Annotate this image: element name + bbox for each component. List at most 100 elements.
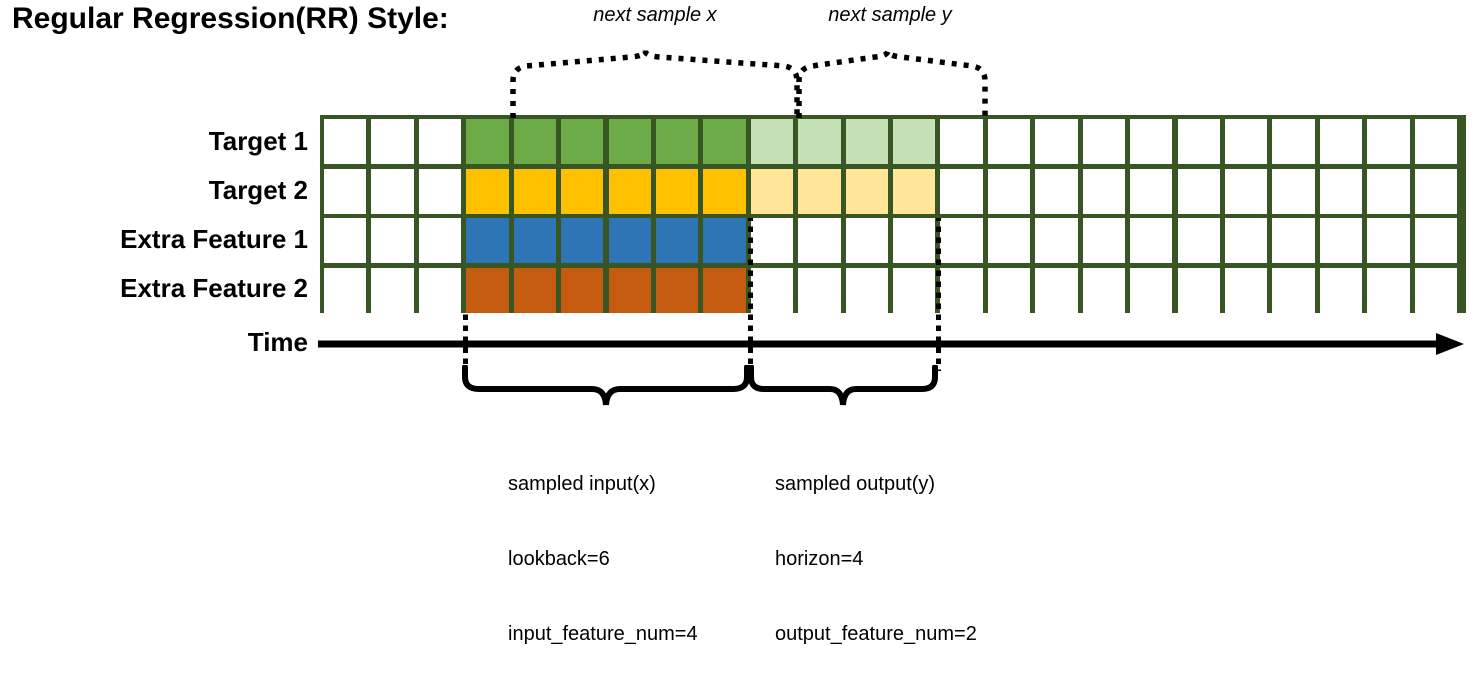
grid-row (324, 267, 1462, 313)
grid-cell-blank (940, 267, 983, 313)
grid-cell-input (608, 168, 651, 214)
grid-cell-output (845, 119, 888, 164)
grid-cell-blank (371, 267, 414, 313)
grid-cell-blank (893, 267, 936, 313)
grid-cell-blank (324, 119, 367, 164)
grid-cell-blank (845, 218, 888, 263)
grid-cell-blank (1414, 267, 1457, 313)
grid-cell-input (655, 267, 699, 313)
grid-cell-blank (893, 218, 936, 263)
grid-cell-blank (1082, 267, 1126, 313)
grid-cell-blank (371, 168, 414, 214)
grid-cell-blank (750, 218, 794, 263)
grid-cell-output (750, 119, 794, 164)
grid-cell-blank (418, 218, 462, 263)
grid-cell-input (608, 267, 651, 313)
grid-cell-blank (1367, 218, 1410, 263)
grid-cell-blank (1082, 218, 1126, 263)
page-title: Regular Regression(RR) Style: (12, 2, 449, 35)
time-axis-label: Time (247, 327, 308, 357)
grid-cell-output (893, 119, 936, 164)
row-label-target-2: Target 2 (208, 175, 308, 205)
grid-cell-input (561, 267, 604, 313)
grid-cell-blank (1272, 218, 1315, 263)
grid-cell-input (561, 119, 604, 164)
grid-cell-input (513, 218, 557, 263)
grid-cell-output (893, 168, 936, 214)
sampled-input-title: sampled input(x) (508, 473, 656, 495)
grid-cell-blank (1319, 119, 1363, 164)
sampled-input-lookback: lookback=6 (508, 548, 610, 570)
grid-cell-blank (987, 119, 1031, 164)
grid-cell-output (845, 168, 888, 214)
grid-cell-input (703, 168, 746, 214)
grid-cell-blank (1082, 168, 1126, 214)
grid-cell-blank (371, 119, 414, 164)
grid-cell-input (655, 168, 699, 214)
next-sample-x-label: next sample x (593, 4, 717, 26)
grid-cell-blank (1130, 267, 1173, 313)
grid-cell-blank (1414, 218, 1457, 263)
grid-cell-blank (418, 168, 462, 214)
grid-cell-blank (940, 119, 983, 164)
sampled-output-horizon: horizon=4 (775, 548, 864, 570)
grid-cell-blank (1414, 119, 1457, 164)
grid-cell-blank (1367, 119, 1410, 164)
grid-cell-blank (1130, 218, 1173, 263)
grid-cell-blank (987, 218, 1031, 263)
grid-cell-blank (1177, 267, 1220, 313)
grid-cell-blank (324, 168, 367, 214)
grid-cell-blank (1319, 168, 1363, 214)
row-label-extra-feature-1: Extra Feature 1 (120, 224, 308, 254)
grid-cell-input (561, 218, 604, 263)
sampled-input-caption: sampled input(x) lookback=6 input_featur… (508, 422, 698, 697)
grid-cell-input (703, 119, 746, 164)
grid-cell-blank (1224, 267, 1268, 313)
grid-cell-input (655, 218, 699, 263)
grid-cell-blank (1272, 119, 1315, 164)
grid-cell-blank (987, 267, 1031, 313)
grid-cell-blank (1272, 168, 1315, 214)
next-sample-x-brace (510, 50, 800, 118)
input-end-dotted-line (748, 218, 753, 312)
timeseries-grid (320, 115, 1466, 313)
grid-cell-blank (1319, 218, 1363, 263)
grid-cell-input (608, 119, 651, 164)
grid-cell-blank (798, 218, 841, 263)
grid-cell-blank (418, 119, 462, 164)
grid-cell-blank (1272, 267, 1315, 313)
grid-row (324, 218, 1462, 263)
row-label-extra-feature-2: Extra Feature 2 (120, 273, 308, 303)
grid-cell-blank (1035, 218, 1078, 263)
time-axis-arrow (318, 333, 1464, 355)
grid-cell-blank (1367, 267, 1410, 313)
grid-cell-input (466, 168, 509, 214)
grid-cell-blank (798, 267, 841, 313)
next-sample-y-brace (796, 50, 988, 118)
grid-cell-blank (1224, 119, 1268, 164)
grid-row (324, 168, 1462, 214)
next-sample-y-label: next sample y (828, 4, 952, 26)
sampled-output-title: sampled output(y) (775, 473, 936, 495)
grid-cell-blank (1224, 168, 1268, 214)
grid-row (324, 119, 1462, 164)
grid-cell-blank (940, 218, 983, 263)
grid-cell-input (703, 218, 746, 263)
grid-cell-output (798, 168, 841, 214)
grid-cell-input (513, 119, 557, 164)
grid-cell-blank (371, 218, 414, 263)
grid-cell-input (608, 218, 651, 263)
grid-cell-blank (1130, 119, 1173, 164)
grid-cell-blank (1035, 168, 1078, 214)
grid-cell-input (561, 168, 604, 214)
grid-cell-blank (845, 267, 888, 313)
grid-cell-input (513, 267, 557, 313)
grid-cell-blank (418, 267, 462, 313)
grid-cell-blank (987, 168, 1031, 214)
grid-cell-blank (1177, 119, 1220, 164)
grid-cell-input (655, 119, 699, 164)
grid-cell-input (703, 267, 746, 313)
output-end-dotted-line-upper (936, 218, 941, 312)
diagram-canvas: Regular Regression(RR) Style: Target 1 T… (12, 2, 1466, 645)
sampled-input-featnum: input_feature_num=4 (508, 623, 698, 645)
